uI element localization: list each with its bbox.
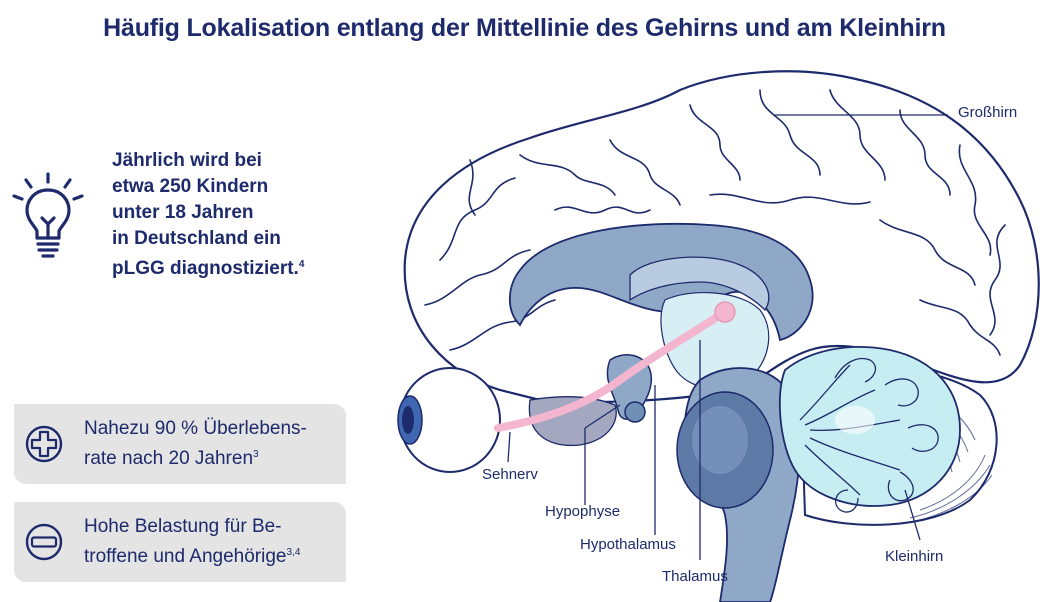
card-line-text: rate nach 20 Jahren (84, 448, 254, 469)
plus-circle-icon (25, 425, 63, 463)
eye (397, 367, 501, 473)
brain-diagram (397, 70, 1040, 602)
fact-line: etwa 250 Kindern (112, 176, 269, 197)
footnote-marker: 3,4 (286, 547, 301, 558)
page-title: Häufig Lokalisation entlang der Mittelli… (103, 14, 946, 42)
card-line: rate nach 20 Jahren3 (84, 442, 344, 472)
fact-line: pLGG diagnostiziert.4 (112, 252, 342, 282)
label-thalamus: Thalamus (662, 568, 728, 585)
label-grosshirn: Großhirn (958, 104, 1018, 121)
optic-nerve (494, 311, 724, 432)
fact-line: in Deutschland ein (112, 228, 281, 249)
card-line: Nahezu 90 % Überlebens- (84, 418, 307, 439)
footnote-marker: 4 (298, 259, 305, 270)
survival-text: Nahezu 90 % Überlebens- rate nach 20 Jah… (84, 416, 344, 472)
card-line-text: troffene und Angehörige (84, 546, 287, 567)
fact-line: Jährlich wird bei (112, 150, 262, 171)
fact-line-text: pLGG diagnostiziert. (112, 258, 299, 279)
label-hypothalamus: Hypothalamus (580, 536, 676, 553)
survival-card: Nahezu 90 % Überlebens- rate nach 20 Jah… (14, 404, 346, 484)
card-line: Hohe Belastung für Be- (84, 516, 282, 537)
lateral-ventricle (629, 256, 770, 312)
burden-text: Hohe Belastung für Be- troffene und Ange… (84, 514, 344, 570)
arbor-vitae (799, 357, 939, 513)
label-kleinhirn: Kleinhirn (885, 548, 944, 565)
fact-line: unter 18 Jahren (112, 202, 254, 223)
label-sehnerv: Sehnerv (482, 466, 538, 483)
footnote-marker: 3 (253, 449, 259, 460)
burden-card: Hohe Belastung für Be- troffene und Ange… (14, 502, 346, 582)
minus-circle-icon (25, 523, 63, 561)
pituitary (624, 401, 646, 423)
temporal-lobe (528, 396, 617, 447)
lightbulb-icon (12, 172, 84, 258)
leader-lines (507, 114, 948, 560)
card-line: troffene und Angehörige3,4 (84, 540, 344, 570)
annual-diagnosis-fact: Jährlich wird bei etwa 250 Kindern unter… (112, 148, 342, 282)
optic-chiasm (714, 301, 736, 323)
label-hypophyse: Hypophyse (545, 503, 621, 520)
